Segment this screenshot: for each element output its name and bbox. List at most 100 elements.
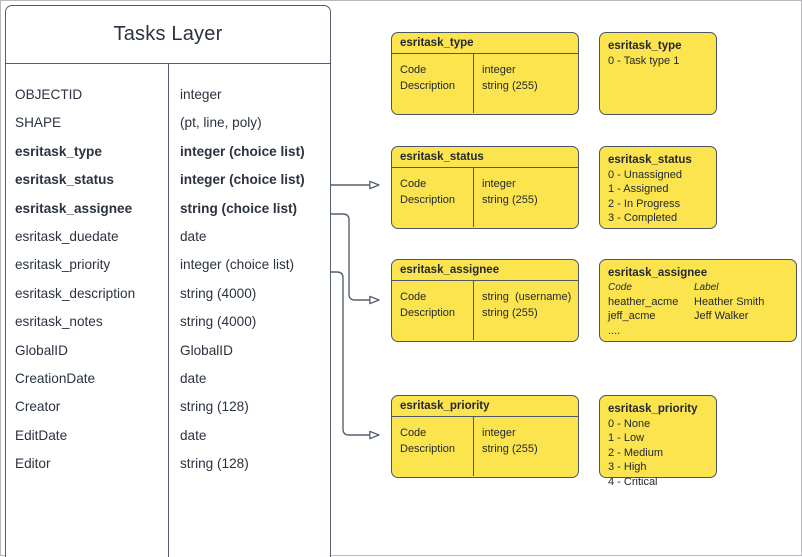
domain-values-esritask-status[interactable]: esritask_status 0 - Unassigned 1 - Assig… (599, 146, 717, 229)
domain-table-body: Code Description string (username) strin… (392, 281, 578, 340)
domain-value-item: 0 - Unassigned (608, 169, 682, 181)
field-name: esritask_type (15, 143, 102, 159)
domain-field-label: Description (400, 306, 456, 319)
field-type: string (4000) (180, 285, 257, 301)
page-title: Tasks Layer (113, 23, 223, 45)
field-name: esritask_assignee (15, 200, 133, 216)
field-type: integer (180, 87, 222, 102)
domain-table-esritask-priority[interactable]: esritask_priority Code Description integ… (391, 395, 579, 478)
domain-field-type: string (255) (482, 193, 538, 206)
domain-value-item: 2 - In Progress (608, 197, 681, 210)
entity-table-body: OBJECTID SHAPE esritask_type esritask_statu… (6, 64, 330, 557)
field-type: date (180, 427, 207, 443)
domain-field-type: string (255) (482, 79, 538, 92)
domain-value-label: Jeff Walker (694, 310, 749, 323)
domain-values-esritask-priority[interactable]: esritask_priority 0 - None 1 - Low 2 - M… (599, 395, 717, 488)
field-name: EditDate (15, 427, 68, 443)
domain-field-type: integer (482, 64, 516, 76)
domain-field-label: Description (400, 442, 456, 455)
domain-field-label: Code (400, 427, 427, 439)
domain-value-item: 1 - Low (608, 432, 645, 445)
domain-values-title: esritask_status (608, 154, 692, 166)
domain-value-item: 4 - Critical (608, 475, 658, 488)
domain-table-col-left: Code Description (392, 281, 474, 340)
domain-table-title: esritask_type (392, 33, 578, 54)
field-name: esritask_duedate (15, 228, 119, 244)
field-type: integer (choice list) (180, 172, 305, 188)
field-type: integer (choice list) (180, 257, 295, 273)
entity-table-header: Tasks Layer (6, 6, 330, 64)
field-type: string (choice list) (180, 200, 298, 216)
domain-value-item: 2 - Medium (608, 446, 664, 459)
domain-values-esritask-type[interactable]: esritask_type 0 - Task type 1 (599, 32, 717, 115)
domain-table-esritask-assignee[interactable]: esritask_assignee Code Description strin… (391, 259, 579, 342)
field-name: Editor (15, 456, 51, 472)
domain-table-title: esritask_assignee (392, 260, 578, 281)
domain-table-title: esritask_priority (392, 396, 578, 417)
field-name: esritask_description (15, 285, 136, 301)
domain-table-col-left: Code Description (392, 417, 474, 476)
domain-values-esritask-assignee[interactable]: esritask_assignee Code Label heather_acm… (599, 259, 797, 342)
domain-table-col-left: Code Description (392, 54, 474, 113)
field-name: esritask_notes (15, 314, 103, 330)
domain-table-esritask-status[interactable]: esritask_status Code Description integer… (391, 146, 579, 229)
domain-table-esritask-type[interactable]: esritask_type Code Description integer s… (391, 32, 579, 115)
field-name: SHAPE (15, 115, 62, 131)
field-type: string (128) (180, 399, 249, 415)
field-type: (pt, line, poly) (180, 115, 262, 131)
field-name: esritask_priority (15, 257, 111, 273)
domain-table-body: Code Description integer string (255) (392, 417, 578, 476)
column-header-label: Label (694, 282, 719, 293)
domain-field-label: Description (400, 193, 456, 206)
field-name-column: OBJECTID SHAPE esritask_type esritask_statu… (6, 64, 169, 557)
column-header-code: Code (608, 282, 632, 293)
connector-assignee (331, 213, 380, 305)
domain-field-type: string (255) (482, 442, 538, 455)
domain-table-body: Code Description integer string (255) (392, 168, 578, 227)
domain-value-row: heather_acme Heather Smith (608, 295, 796, 309)
field-name: CreationDate (15, 370, 96, 386)
domain-field-label: Code (400, 291, 427, 303)
domain-value-code: heather_acme (608, 296, 679, 308)
field-name: Creator (15, 399, 61, 415)
domain-field-type: integer (482, 178, 516, 190)
domain-values-title: esritask_priority (608, 403, 698, 415)
domain-field-type: integer (482, 427, 516, 439)
field-type: string (4000) (180, 314, 257, 330)
field-type: GlobalID (180, 342, 233, 358)
domain-table-title: esritask_status (392, 147, 578, 168)
domain-table-col-right: integer string (255) (474, 417, 578, 476)
domain-value-ellipsis: .... (608, 324, 621, 337)
domain-value-item: 1 - Assigned (608, 183, 669, 196)
domain-field-label: Description (400, 79, 456, 92)
domain-value-row: jeff_acme Jeff Walker (608, 309, 796, 323)
domain-values-title: esritask_assignee (608, 267, 708, 279)
domain-value-item: 3 - High (608, 461, 647, 474)
domain-value-item: 0 - None (608, 418, 651, 430)
field-type: integer (choice list) (180, 143, 305, 159)
domain-table-col-right: string (username) string (255) (474, 281, 578, 340)
field-name: GlobalID (15, 342, 68, 358)
domain-table-col-right: integer string (255) (474, 168, 578, 227)
domain-values-title: esritask_type (608, 40, 682, 52)
field-name: esritask_status (15, 172, 114, 188)
domain-value-item: 3 - Completed (608, 212, 678, 225)
connector-priority (331, 271, 380, 440)
field-type: date (180, 228, 207, 244)
field-type: string (128) (180, 456, 249, 472)
field-type: date (180, 370, 207, 386)
domain-field-type: string (username) (482, 291, 572, 303)
domain-field-type: string (255) (482, 306, 538, 319)
domain-field-label: Code (400, 64, 427, 76)
domain-values-column-headers: Code Label (608, 281, 796, 295)
field-name: OBJECTID (15, 87, 83, 102)
domain-table-body: Code Description integer string (255) (392, 54, 578, 113)
domain-value-label: Heather Smith (694, 296, 765, 308)
domain-field-label: Code (400, 178, 427, 190)
domain-value-code: jeff_acme (608, 310, 656, 323)
field-type-column: integer (pt, line, poly) integer (choice l… (169, 64, 330, 557)
domain-table-col-left: Code Description (392, 168, 474, 227)
domain-value-item: 0 - Task type 1 (608, 55, 680, 67)
